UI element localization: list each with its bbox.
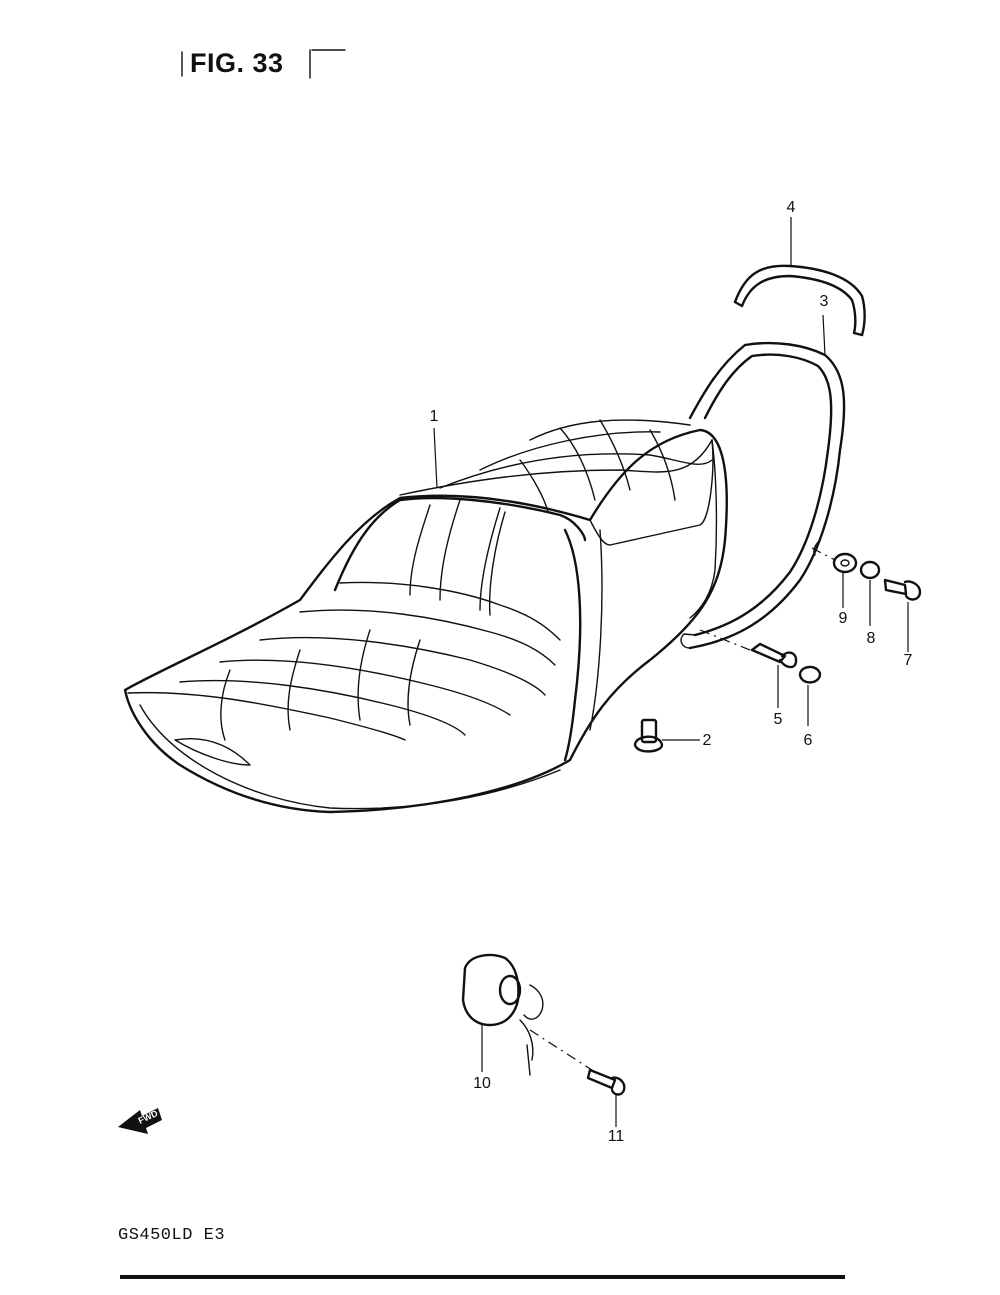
callout-8: 8 (866, 630, 876, 647)
fwd-arrow-icon: FWD (118, 1108, 162, 1134)
alignment-line (529, 1029, 596, 1073)
callout-11: 11 (607, 1128, 625, 1145)
callout-10: 10 (473, 1075, 491, 1092)
alignment-line (699, 629, 756, 653)
callout-2: 2 (702, 732, 712, 749)
lock-washer-illustration (859, 560, 881, 580)
grab-rail-cover-illustration (733, 264, 866, 337)
callout-4: 4 (786, 199, 796, 216)
bottom-rule (120, 1275, 845, 1279)
callout-9: 9 (838, 610, 848, 627)
seat-illustration (123, 419, 728, 814)
rail-bolt-illustration (750, 642, 798, 669)
nut-illustration (798, 665, 822, 684)
leader-lines (433, 217, 909, 1127)
alignment-line (811, 547, 836, 561)
callout-1: 1 (429, 408, 439, 425)
callout-6: 6 (803, 732, 813, 749)
figure-title: FIG. 33 (190, 48, 284, 78)
seat-lock-illustration (461, 953, 544, 1076)
washer-illustration (832, 552, 858, 574)
callout-3: 3 (819, 293, 829, 310)
callout-5: 5 (773, 711, 783, 728)
callout-7: 7 (903, 652, 913, 669)
grab-rail-illustration (680, 341, 846, 650)
lock-screw-illustration (586, 1068, 626, 1096)
model-code: GS450LD E3 (118, 1226, 226, 1245)
header-marks (181, 49, 346, 79)
side-bolt-illustration (883, 578, 922, 601)
bolt-illustration (633, 718, 664, 753)
